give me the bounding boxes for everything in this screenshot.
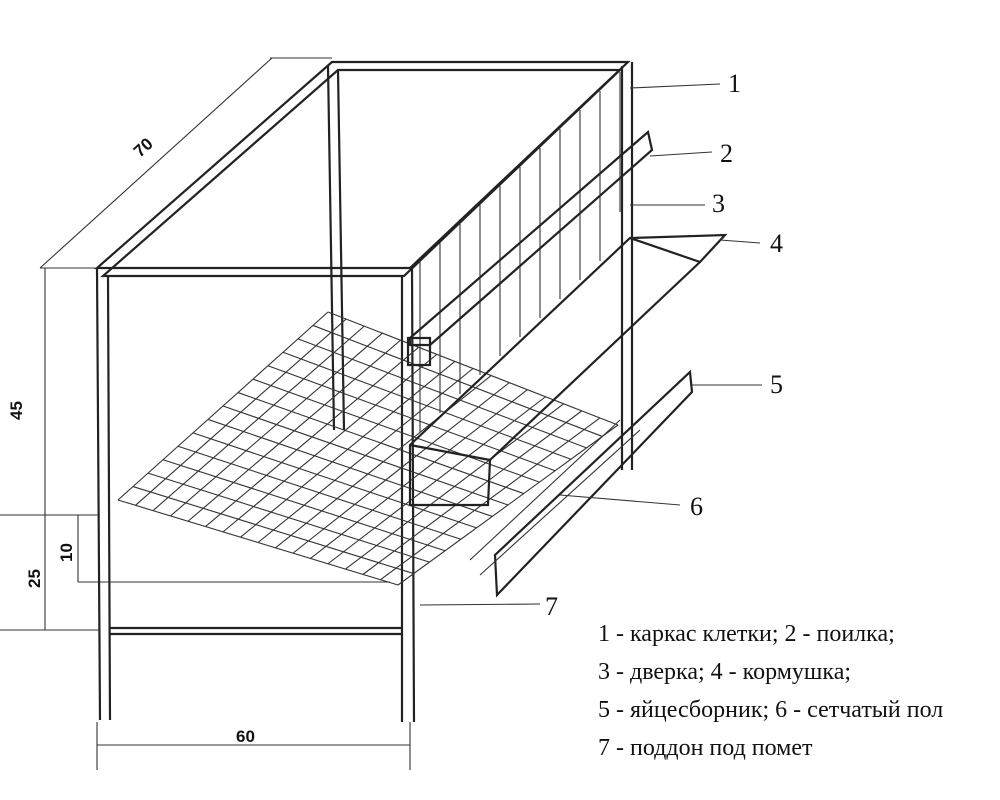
callout-6: 6	[690, 492, 703, 521]
legend: 1 - каркас клетки; 2 - поилка; 3 - дверк…	[598, 615, 943, 767]
door-bars	[419, 72, 621, 432]
legend-line-2: 3 - дверка; 4 - кормушка;	[598, 659, 852, 685]
mesh-line	[152, 325, 365, 512]
mesh-line	[222, 353, 438, 533]
mesh-line	[380, 417, 601, 581]
dim-width: 60	[236, 727, 255, 746]
feeder	[408, 233, 728, 507]
callout-1: 1	[728, 69, 741, 98]
mesh-line	[117, 311, 329, 501]
dim-depth: 70	[130, 134, 157, 161]
egg-collector	[469, 369, 694, 598]
mesh-line	[240, 361, 456, 538]
mesh-line	[362, 410, 583, 575]
legend-line-3: 5 - яйцесборник; 6 - сетчатый пол	[598, 697, 944, 723]
callout-3: 3	[712, 189, 725, 218]
dim-leg-height: 25	[25, 569, 44, 588]
callout-2: 2	[720, 139, 733, 168]
mesh-floor	[117, 311, 619, 586]
cage-frame	[94, 60, 634, 723]
callout-5: 5	[770, 370, 783, 399]
dimension-lines	[0, 57, 411, 770]
mesh-line	[187, 339, 401, 522]
legend-line-4: 7 - поддон под помет	[598, 735, 813, 761]
callout-4: 4	[770, 229, 783, 258]
mesh-line	[327, 396, 546, 565]
mesh-line	[310, 389, 528, 559]
dim-pan-height: 10	[57, 543, 76, 562]
mesh-line	[345, 403, 564, 570]
mesh-line	[397, 424, 619, 586]
leader-lines	[419, 83, 762, 606]
drinker	[406, 129, 654, 367]
mesh-line	[170, 332, 383, 517]
dim-height: 45	[7, 401, 26, 420]
mesh-line	[205, 346, 419, 527]
mesh-line	[292, 382, 510, 554]
callout-7: 7	[545, 592, 558, 621]
mesh-line	[257, 368, 474, 543]
mesh-line	[275, 375, 492, 549]
legend-line-1: 1 - каркас клетки; 2 - поилка;	[598, 621, 895, 647]
mesh-line	[135, 318, 347, 506]
